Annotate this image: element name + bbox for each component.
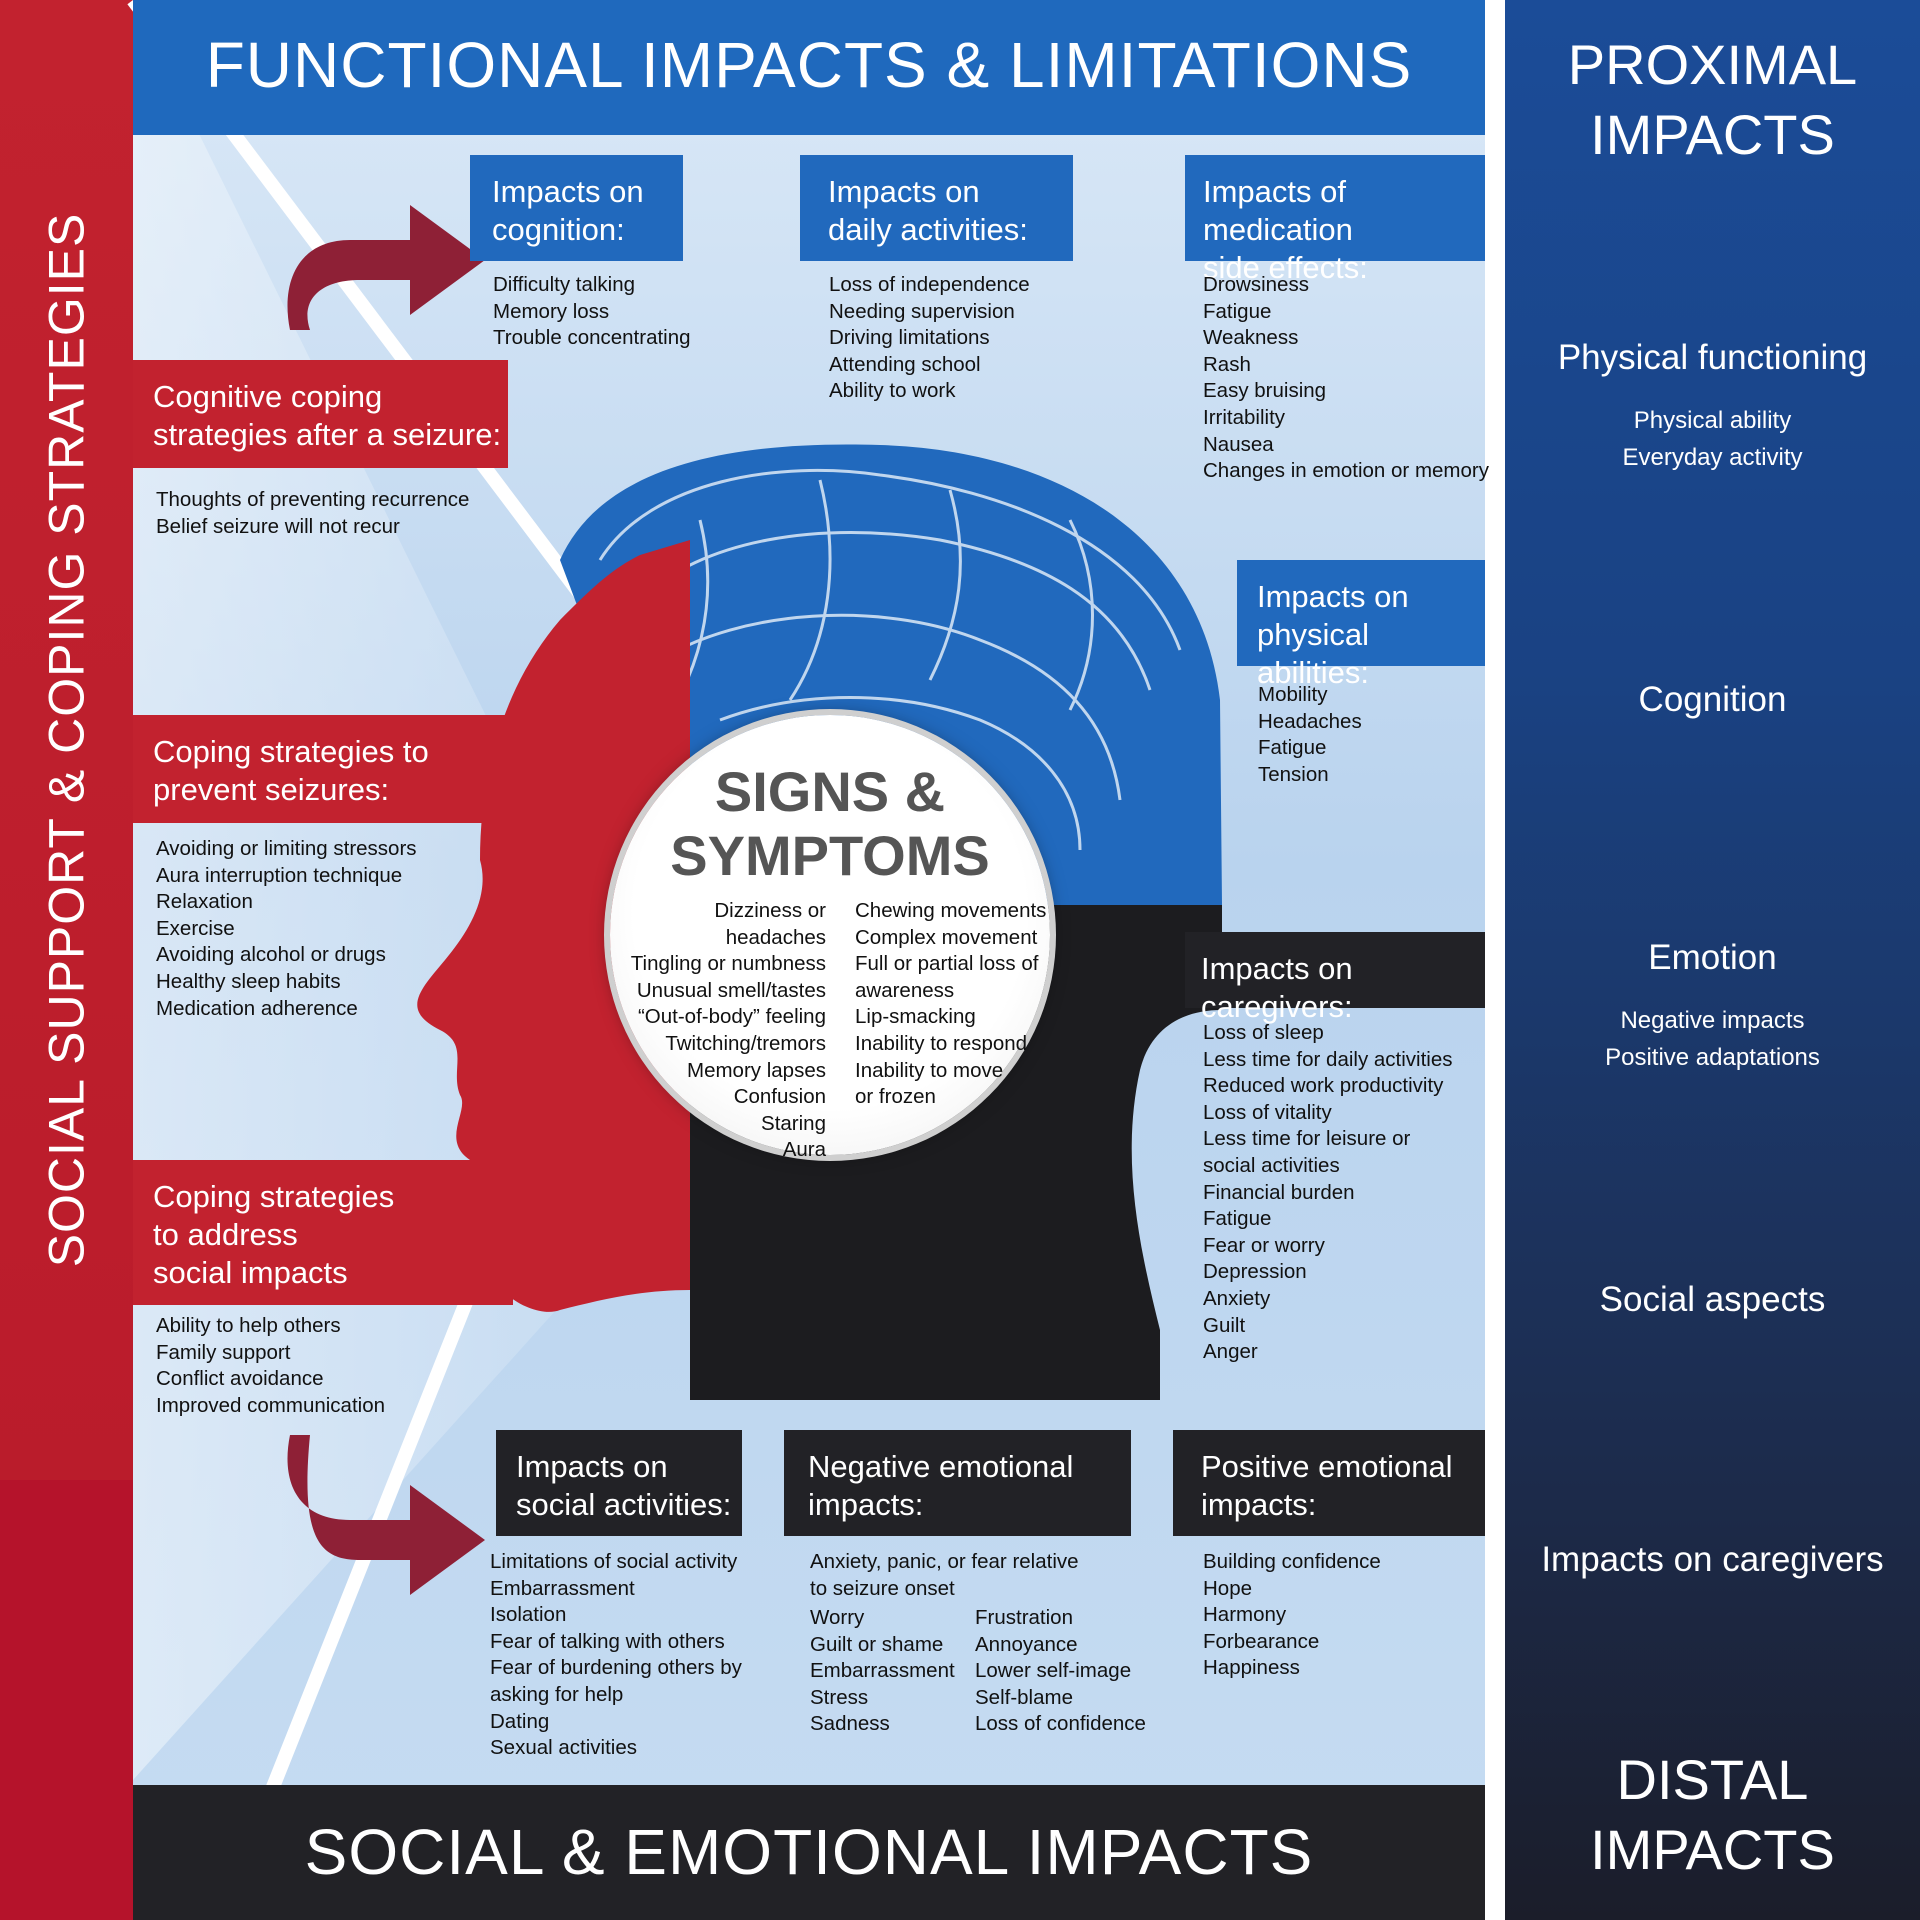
signs-symptoms-title: SIGNS &SYMPTOMS bbox=[670, 760, 990, 887]
social-aspects-label: Social aspects bbox=[1599, 1280, 1826, 1319]
left-sidebar-bottom bbox=[0, 1480, 133, 1920]
functional-impacts-title: FUNCTIONAL IMPACTS & LIMITATIONS bbox=[205, 29, 1413, 101]
impacts-on-caregivers-label: Impacts on caregivers bbox=[1541, 1540, 1884, 1579]
face-red-region bbox=[417, 540, 690, 1312]
right-separator bbox=[1485, 0, 1505, 1920]
emotion-label: Emotion bbox=[1648, 938, 1777, 977]
caregivers-header: Impacts on caregivers: bbox=[1185, 932, 1485, 1024]
upper-curved-arrow bbox=[287, 205, 485, 330]
social-emotional-band bbox=[133, 1785, 1485, 1920]
functional-impacts-band bbox=[133, 0, 1485, 135]
signs-symptoms-circle bbox=[610, 715, 1050, 1155]
lower-curved-arrow bbox=[287, 1435, 485, 1595]
right-panel bbox=[1505, 0, 1920, 1920]
social-support-title: SOCIAL SUPPORT & COPING STRATEGIES bbox=[38, 212, 95, 1268]
cognition-label: Cognition bbox=[1638, 680, 1787, 719]
social-emotional-title: SOCIAL & EMOTIONAL IMPACTS bbox=[304, 1816, 1314, 1888]
physical-functioning-label: Physical functioning bbox=[1557, 338, 1868, 377]
